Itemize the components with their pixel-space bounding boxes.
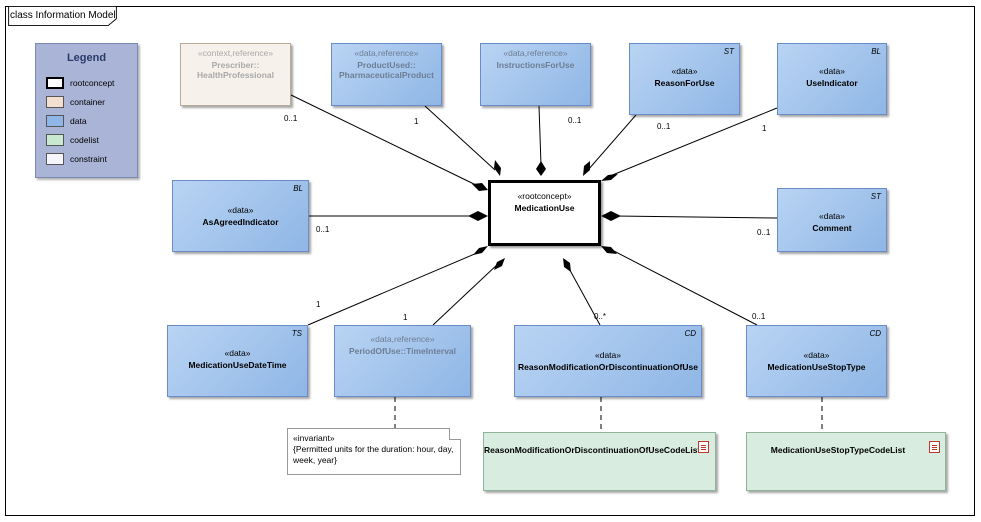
legend-label: codelist — [70, 135, 99, 145]
multiplicity-instructions: 0..1 — [568, 116, 582, 125]
class-stereotype: «data,reference» — [503, 48, 568, 58]
instructions-for-use-class[interactable]: «data,reference» InstructionsForUse — [480, 43, 591, 106]
class-name: Prescriber:: — [211, 60, 260, 70]
diagram-title-tab — [8, 6, 117, 26]
class-name: MedicationUseStopTypeCodeList — [770, 445, 906, 455]
datatype-tag: TS — [291, 329, 302, 338]
reason-codelist-class[interactable]: ReasonModificationOrDiscontinuationOfUse… — [483, 432, 716, 491]
class-stereotype: «data» — [671, 66, 698, 76]
legend-label: data — [70, 116, 87, 126]
legend-swatch — [46, 153, 64, 165]
reason-modification-class[interactable]: CD «data» ReasonModificationOrDiscontinu… — [514, 325, 702, 397]
legend-swatch — [46, 134, 64, 146]
class-name: MedicationUseStopType — [767, 362, 866, 372]
class-stereotype: «data,reference» — [354, 48, 419, 58]
as-agreed-indicator-class[interactable]: BL «data» AsAgreedIndicator — [172, 180, 309, 252]
class-name: InstructionsForUse — [496, 60, 575, 70]
diagram-frame — [5, 6, 975, 516]
multiplicity-prescriber: 0..1 — [284, 114, 298, 123]
invariant-note[interactable]: «invariant» {Permitted units for the dur… — [287, 428, 461, 475]
class-stereotype: «data» — [227, 205, 254, 215]
legend-title: Legend — [66, 52, 107, 64]
datatype-tag: BL — [871, 47, 881, 56]
class-name: ReasonModificationOrDiscontinuationOfUse… — [484, 445, 701, 455]
datatype-tag: ST — [870, 192, 881, 201]
diagram-title: class Information Model — [10, 10, 116, 21]
note-fold — [449, 428, 461, 440]
class-name: AsAgreedIndicator — [202, 217, 279, 227]
class-stereotype: «data,reference» — [370, 334, 435, 344]
multiplicity-product-used: 1 — [414, 117, 419, 126]
stop-type-codelist-class[interactable]: MedicationUseStopTypeCodeList — [746, 432, 946, 491]
period-of-use-class[interactable]: «data,reference» PeriodOfUse::TimeInterv… — [334, 325, 471, 397]
legend: Legend rootconcept container data codeli… — [35, 43, 138, 178]
class-name: Comment — [812, 223, 852, 233]
class-name: ReasonForUse — [654, 78, 715, 88]
comment-class[interactable]: ST «data» Comment — [777, 188, 887, 252]
multiplicity-period-of-use: 1 — [403, 313, 408, 322]
class-name: UseIndicator — [806, 78, 858, 88]
legend-label: container — [70, 97, 105, 107]
class-stereotype: «rootconcept» — [517, 191, 572, 201]
class-stereotype: «data» — [819, 66, 845, 76]
reason-for-use-class[interactable]: ST «data» ReasonForUse — [629, 43, 740, 115]
note-stereotype: «invariant» — [293, 433, 335, 443]
class-stereotype: «data» — [803, 350, 830, 360]
class-name: ProductUsed:: — [357, 60, 416, 70]
class-stereotype: «data» — [224, 348, 251, 358]
class-stereotype: «context,reference» — [197, 48, 274, 58]
medication-use-root-class[interactable]: «rootconcept» MedicationUse — [488, 180, 601, 246]
datatype-tag: ST — [723, 47, 734, 56]
multiplicity-as-agreed: 0..1 — [316, 225, 330, 234]
codelist-icon — [929, 441, 940, 453]
use-indicator-class[interactable]: BL «data» UseIndicator — [777, 43, 887, 115]
multiplicity-reason-for-use: 0..1 — [657, 122, 671, 131]
class-name: ReasonModificationOrDiscontinuationOfUse — [518, 362, 698, 372]
class-name: MedicationUse — [514, 203, 575, 213]
legend-label: constraint — [70, 154, 107, 164]
multiplicity-date-time: 1 — [316, 300, 321, 309]
multiplicity-use-indicator: 1 — [762, 124, 767, 133]
product-used-class[interactable]: «data,reference» ProductUsed:: Pharmaceu… — [331, 43, 442, 106]
class-stereotype: «data» — [819, 211, 845, 221]
codelist-icon — [698, 441, 709, 453]
multiplicity-comment: 0..1 — [757, 228, 771, 237]
note-text: {Permitted units for the duration: hour,… — [293, 444, 454, 465]
legend-swatch — [46, 115, 64, 127]
class-name: PeriodOfUse::TimeInterval — [348, 346, 457, 356]
medication-use-stop-type-class[interactable]: CD «data» MedicationUseStopType — [746, 325, 887, 397]
legend-swatch — [46, 77, 64, 89]
multiplicity-reason-modification: 0..* — [594, 312, 607, 321]
class-stereotype: «data» — [595, 350, 621, 360]
class-name-line2: PharmaceuticalProduct — [339, 70, 434, 80]
legend-label: rootconcept — [70, 78, 115, 88]
legend-swatch — [46, 96, 64, 108]
datatype-tag: CD — [869, 329, 881, 338]
datatype-tag: BL — [293, 184, 303, 193]
diamond — [472, 183, 488, 191]
prescriber-class[interactable]: «context,reference» Prescriber:: HealthP… — [180, 43, 291, 106]
medication-use-date-time-class[interactable]: TS «data» MedicationUseDateTime — [167, 325, 308, 397]
datatype-tag: CD — [684, 329, 696, 338]
class-name: MedicationUseDateTime — [188, 360, 287, 370]
multiplicity-stop-type: 0..1 — [752, 312, 766, 321]
class-name-line2: HealthProfessional — [197, 70, 274, 80]
